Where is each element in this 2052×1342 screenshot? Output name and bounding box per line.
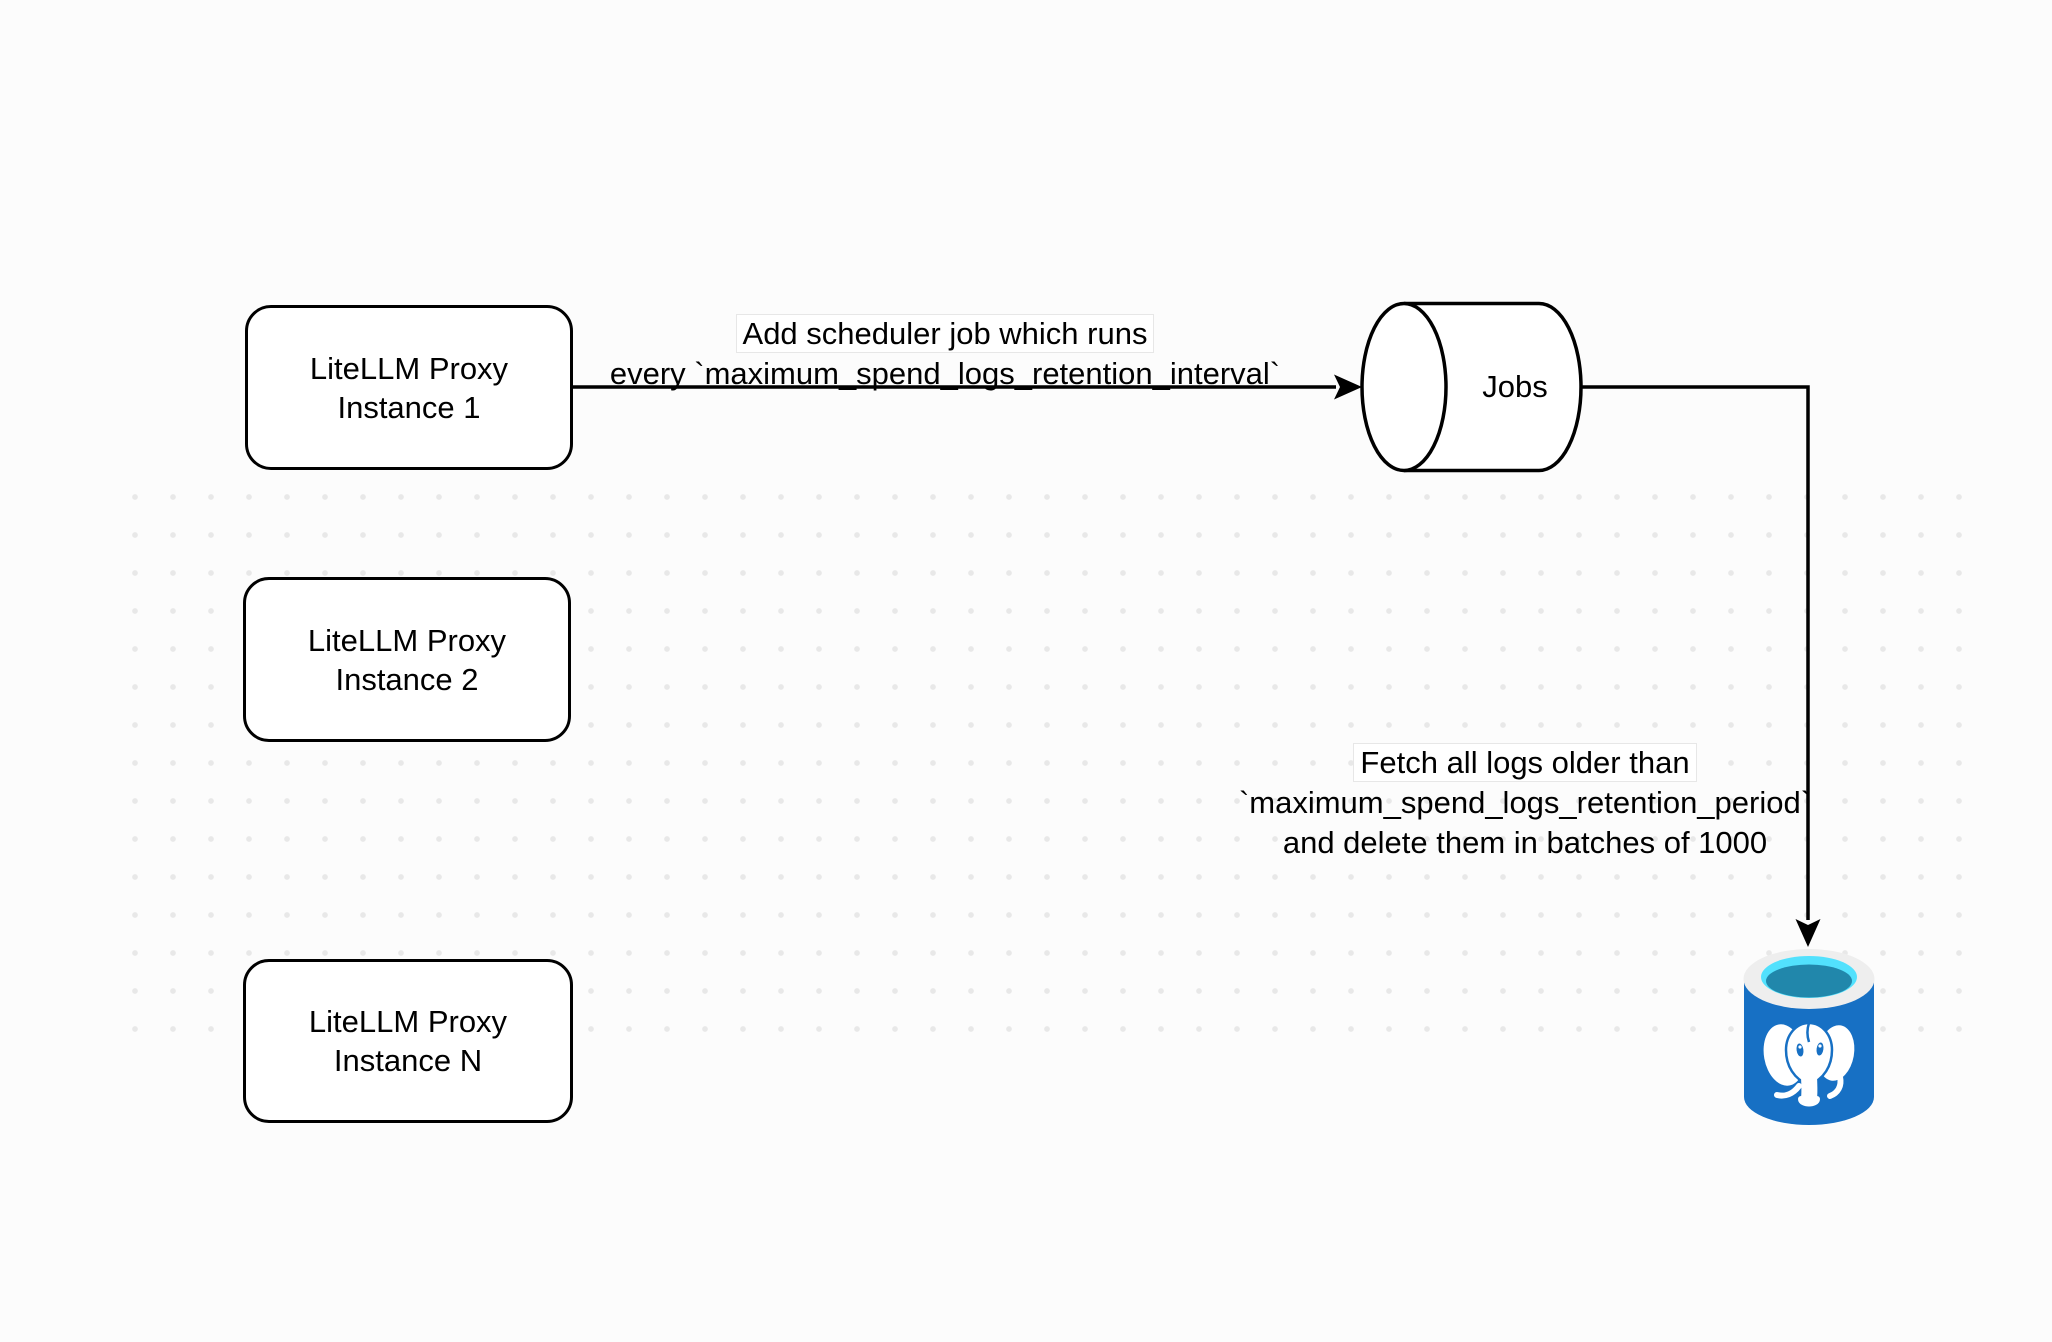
node-label: LiteLLM Proxy [307,622,507,658]
edge-label-line: Add scheduler job which runs [735,314,1155,353]
elephant-left-eye-highlight [1798,1045,1802,1049]
elephant-tusk [1774,1083,1802,1099]
elephant-right-eye [1816,1042,1824,1056]
postgres-elephant-icon [1763,1021,1855,1107]
arrowhead-right-icon [1334,374,1362,400]
edge-jobs-to-postgres [1580,385,1821,947]
node-label: LiteLLM Proxy [308,1004,508,1039]
elephant-ear-curl [1827,1074,1844,1099]
jobs-cylinder-body [1404,301,1583,473]
node-litellm-proxy-instance-1: LiteLLM Proxy Instance 1 [245,305,573,470]
postgresql-database-icon [1743,949,1875,1125]
edge-proxy1-to-jobs [572,374,1362,400]
jobs-queue-shape [1360,301,1583,473]
edge-label-scheduler-job: Add scheduler job which runs every `maxi… [545,314,1345,394]
edge-label-line: Fetch all logs older than [1353,743,1697,782]
elephant-left-eye [1796,1043,1804,1057]
elephant-right-eye-highlight [1818,1044,1822,1048]
node-litellm-proxy-instance-n: LiteLLM Proxy Instance N [243,959,573,1123]
node-label: Instance 1 [337,389,481,425]
edge-line [1580,385,1810,920]
node-label: LiteLLM Proxy [309,350,509,386]
arrowhead-down-icon [1795,919,1821,947]
elephant-forehead-cleft [1806,1022,1811,1043]
node-litellm-proxy-instance-2: LiteLLM Proxy Instance 2 [243,577,571,742]
jobs-cylinder-cap [1360,301,1448,473]
edge-label-line: `maximum_spend_logs_retention_period` [1238,785,1812,820]
edge-label-fetch-delete-logs: Fetch all logs older than `maximum_spend… [1225,743,1825,863]
edge-label-line: every `maximum_spend_logs_retention_inte… [609,356,1281,391]
jobs-queue-label: Jobs [1482,369,1548,404]
postgres-water-deep [1766,964,1852,998]
node-label: Instance 2 [335,661,479,697]
edge-label-line: and delete them in batches of 1000 [1282,825,1768,860]
elephant-trunk-tip [1798,1096,1820,1107]
node-label: Instance N [333,1043,483,1078]
